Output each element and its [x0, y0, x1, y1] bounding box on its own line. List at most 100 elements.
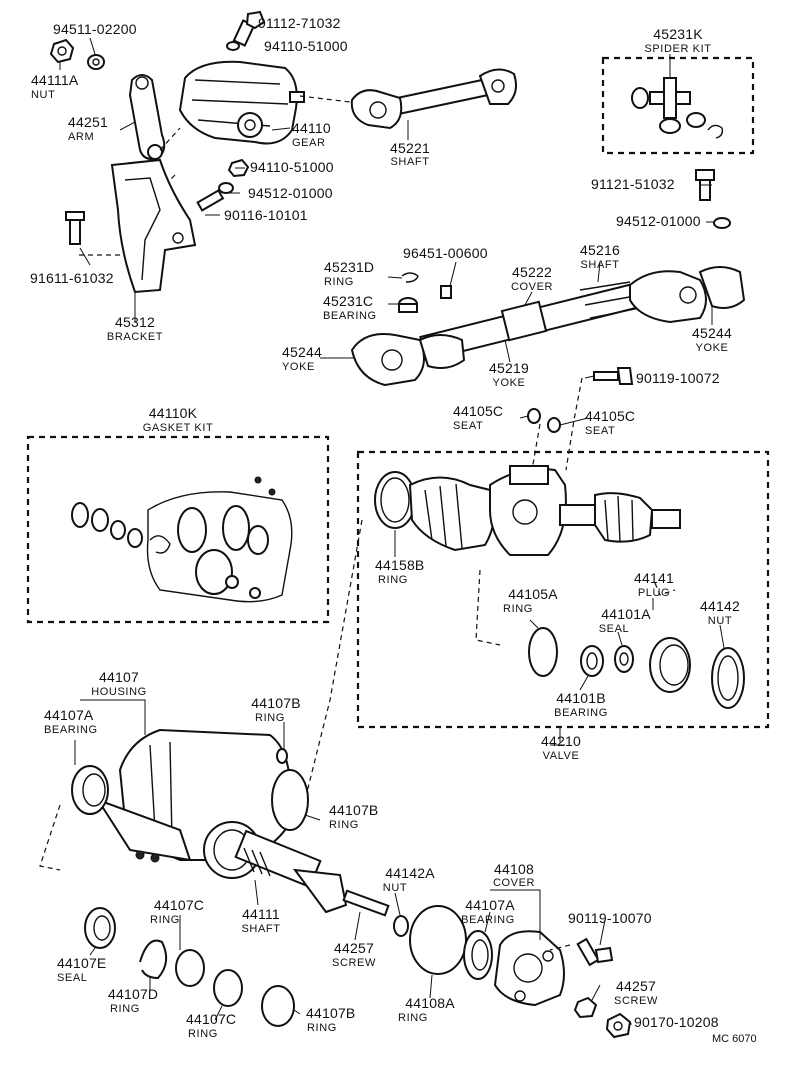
- leader-lines-valve: [475, 569, 676, 646]
- label-44108: 44108: [494, 861, 534, 877]
- leader-line-valve-housing: [299, 519, 363, 821]
- label-45231k-name: SPIDER KIT: [644, 43, 712, 55]
- nut-90170-drawing: [605, 1012, 632, 1039]
- label-44107a-upper-name: BEARING: [44, 724, 98, 736]
- bearing-45231c-drawing: [398, 297, 418, 313]
- label-44105c-left: 44105C: [453, 403, 504, 419]
- label-44257-left: 44257: [334, 940, 374, 956]
- label-44142a-name: NUT: [382, 882, 408, 894]
- column-shaft-assembly-drawing: [350, 266, 746, 387]
- label-45221-name: SHAFT: [390, 156, 430, 168]
- label-90119-10072: 90119-10072: [636, 370, 720, 386]
- label-44105c-right-name: SEAT: [585, 425, 616, 437]
- ring-44107b2-drawing: [271, 769, 309, 831]
- label-44257-right: 44257: [616, 978, 656, 994]
- cover-44108-drawing: [493, 930, 565, 1007]
- ring-45231d-drawing: [401, 272, 419, 283]
- bearing-44101b-drawing: [580, 645, 604, 677]
- label-45244-left-name: YOKE: [282, 361, 315, 373]
- ring-44105a-drawing: [528, 627, 558, 677]
- leader-line-cover: [549, 944, 571, 951]
- label-44111-name: SHAFT: [241, 923, 281, 935]
- seat-44105c-drawing: [527, 408, 561, 433]
- label-45231d: 45231D: [324, 259, 375, 275]
- label-45216-name: SHAFT: [580, 259, 620, 271]
- label-44108a-name: RING: [398, 1012, 428, 1024]
- valve-box: [356, 450, 770, 729]
- nut-44142a-drawing: [393, 915, 409, 937]
- plug-44141-drawing: [649, 637, 691, 693]
- label-44107-name: HOUSING: [91, 686, 147, 698]
- label-45231c-name: BEARING: [323, 310, 377, 322]
- label-44210: 44210: [541, 733, 581, 749]
- label-44110k: 44110K: [148, 405, 198, 421]
- label-leaders: [59, 37, 725, 1025]
- washer-94512a-drawing: [218, 182, 234, 194]
- label-45219: 45219: [489, 360, 529, 376]
- diagram-code: MC 6070: [712, 1033, 757, 1045]
- label-44107b-middle-name: RING: [329, 819, 359, 831]
- label-44105a-name: RING: [503, 603, 533, 615]
- label-44107d-name: RING: [110, 1003, 140, 1015]
- washer-94511-drawing: [87, 54, 105, 70]
- bolt-91121-drawing: [695, 169, 715, 201]
- ring-44107d-drawing: [139, 939, 168, 980]
- label-44107e: 44107E: [57, 955, 107, 971]
- label-44107: 44107: [99, 669, 139, 685]
- label-44142-name: NUT: [707, 615, 733, 627]
- label-44107c-upper-name: RING: [150, 914, 180, 926]
- bracket-45312-drawing: [110, 158, 197, 294]
- label-44110: 44110: [292, 120, 331, 136]
- label-44101a: 44101A: [601, 606, 651, 622]
- leader-line-bearing: [39, 804, 61, 871]
- ring-44107c1-drawing: [175, 949, 205, 987]
- washer-94512b-drawing: [713, 217, 731, 229]
- label-94512-01000-a: 94512-01000: [248, 185, 333, 201]
- label-44107c-lower: 44107C: [186, 1011, 237, 1027]
- label-45231c: 45231C: [323, 293, 374, 309]
- bolt-90119a-drawing: [593, 367, 634, 385]
- screw-44257b-drawing: [573, 996, 598, 1019]
- label-45312: 45312: [115, 314, 155, 330]
- ring-44107c2-drawing: [213, 969, 243, 1007]
- spider-45231k-drawing: [631, 77, 724, 139]
- arm-44251-drawing: [128, 74, 166, 160]
- bolt-90116-drawing: [196, 189, 225, 212]
- label-94110-51000-b: 94110-51000: [250, 159, 334, 175]
- label-44142: 44142: [700, 598, 740, 614]
- label-45221: 45221: [390, 140, 430, 156]
- ring-44108a-drawing: [409, 905, 467, 975]
- label-45244-left: 45244: [282, 344, 322, 360]
- label-44107a-lower: 44107A: [465, 897, 515, 913]
- fitting-96451-drawing: [440, 285, 452, 299]
- label-44142a: 44142A: [385, 865, 435, 881]
- label-45312-name: BRACKET: [106, 331, 164, 343]
- seal-44101a-drawing: [614, 645, 634, 673]
- label-96451-00600: 96451-00600: [403, 245, 488, 261]
- label-44108a: 44108A: [405, 995, 455, 1011]
- label-44105c-left-name: SEAT: [453, 420, 484, 432]
- label-44107b-middle: 44107B: [329, 802, 379, 818]
- nut-44142-drawing: [711, 647, 745, 709]
- shaft-45221-drawing: [350, 68, 517, 130]
- label-44110k-name: GASKET KIT: [142, 422, 214, 434]
- label-44158b: 44158B: [375, 557, 425, 573]
- label-91112-71032: 91112-71032: [258, 15, 341, 31]
- label-44111: 44111: [242, 906, 280, 922]
- label-45222: 45222: [512, 264, 552, 280]
- label-45231k: 45231K: [653, 26, 703, 42]
- label-44107a-lower-name: BEARING: [461, 914, 515, 926]
- label-44105c-right: 44105C: [585, 408, 636, 424]
- label-44257-left-name: SCREW: [332, 957, 376, 969]
- shaft-44111-drawing: [234, 829, 390, 917]
- label-91611-61032: 91611-61032: [30, 270, 114, 286]
- label-44210-name: VALVE: [542, 750, 580, 762]
- seal-44107e-drawing: [84, 907, 116, 949]
- label-44107c-upper: 44107C: [153, 897, 205, 913]
- bearing-44107a2-drawing: [463, 930, 493, 980]
- bearing-44107a1-drawing: [71, 765, 109, 815]
- label-44110-name: GEAR: [292, 137, 326, 149]
- bolt-91611-drawing: [65, 211, 85, 245]
